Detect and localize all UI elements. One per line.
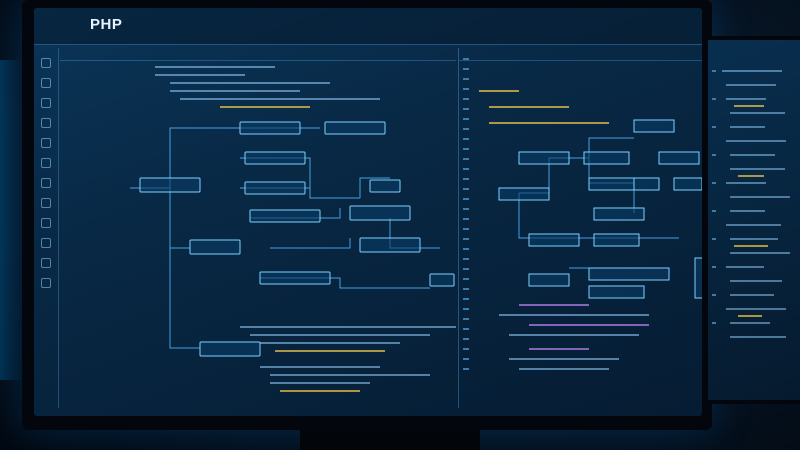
title-bar: PHP xyxy=(34,8,702,45)
diagram-node-5 xyxy=(244,181,306,195)
right-node-6 xyxy=(588,177,635,191)
right-node-10 xyxy=(528,233,580,247)
gear-icon[interactable] xyxy=(41,278,51,288)
cloud-icon[interactable] xyxy=(41,238,51,248)
right-node-14 xyxy=(588,285,645,299)
right-node-2 xyxy=(583,151,630,165)
diagram-node-13 xyxy=(429,273,455,287)
right-editor-pane[interactable] xyxy=(458,48,702,408)
right-node-12 xyxy=(528,273,570,287)
monitor-stand xyxy=(300,430,480,450)
activity-bar xyxy=(34,48,59,408)
diagram-node-10 xyxy=(259,271,331,285)
right-node-9 xyxy=(593,207,645,221)
secondary-monitor xyxy=(704,36,800,404)
main-monitor-screen: PHP xyxy=(34,8,702,416)
right-node-15 xyxy=(694,257,702,299)
left-editor-pane[interactable] xyxy=(60,48,456,408)
settings-icon[interactable] xyxy=(41,198,51,208)
right-node-4 xyxy=(658,151,700,165)
right-flow-diagram xyxy=(463,58,702,370)
diagram-node-2 xyxy=(239,121,301,135)
diagram-node-6 xyxy=(249,209,321,223)
debug-icon[interactable] xyxy=(41,118,51,128)
app-brand-logo: PHP xyxy=(90,16,123,33)
user-icon[interactable] xyxy=(41,258,51,268)
right-node-1 xyxy=(518,151,570,165)
diagram-node-4 xyxy=(244,151,306,165)
flow-diagram xyxy=(130,66,456,392)
right-node-3 xyxy=(633,119,675,133)
diagram-node-1 xyxy=(139,177,201,193)
right-node-13 xyxy=(588,267,670,281)
terminal-icon[interactable] xyxy=(41,158,51,168)
diagram-node-3 xyxy=(324,121,386,135)
diagram-node-11 xyxy=(369,179,401,193)
diagram-node-7 xyxy=(189,239,241,255)
diagram-node-12 xyxy=(199,341,261,357)
diagram-node-9 xyxy=(359,237,421,253)
graph-icon[interactable] xyxy=(41,218,51,228)
file-icon[interactable] xyxy=(41,58,51,68)
extensions-icon[interactable] xyxy=(41,138,51,148)
right-node-11 xyxy=(593,233,640,247)
diagram-node-8 xyxy=(349,205,411,221)
secondary-code-view xyxy=(712,70,790,338)
right-node-7 xyxy=(633,177,660,191)
search-icon[interactable] xyxy=(41,78,51,88)
right-node-5 xyxy=(498,187,550,201)
database-icon[interactable] xyxy=(41,178,51,188)
ambient-glow xyxy=(0,60,22,380)
left-editor-tab[interactable] xyxy=(60,48,456,61)
right-editor-tab[interactable] xyxy=(459,48,702,61)
branch-icon[interactable] xyxy=(41,98,51,108)
right-node-8 xyxy=(673,177,702,191)
